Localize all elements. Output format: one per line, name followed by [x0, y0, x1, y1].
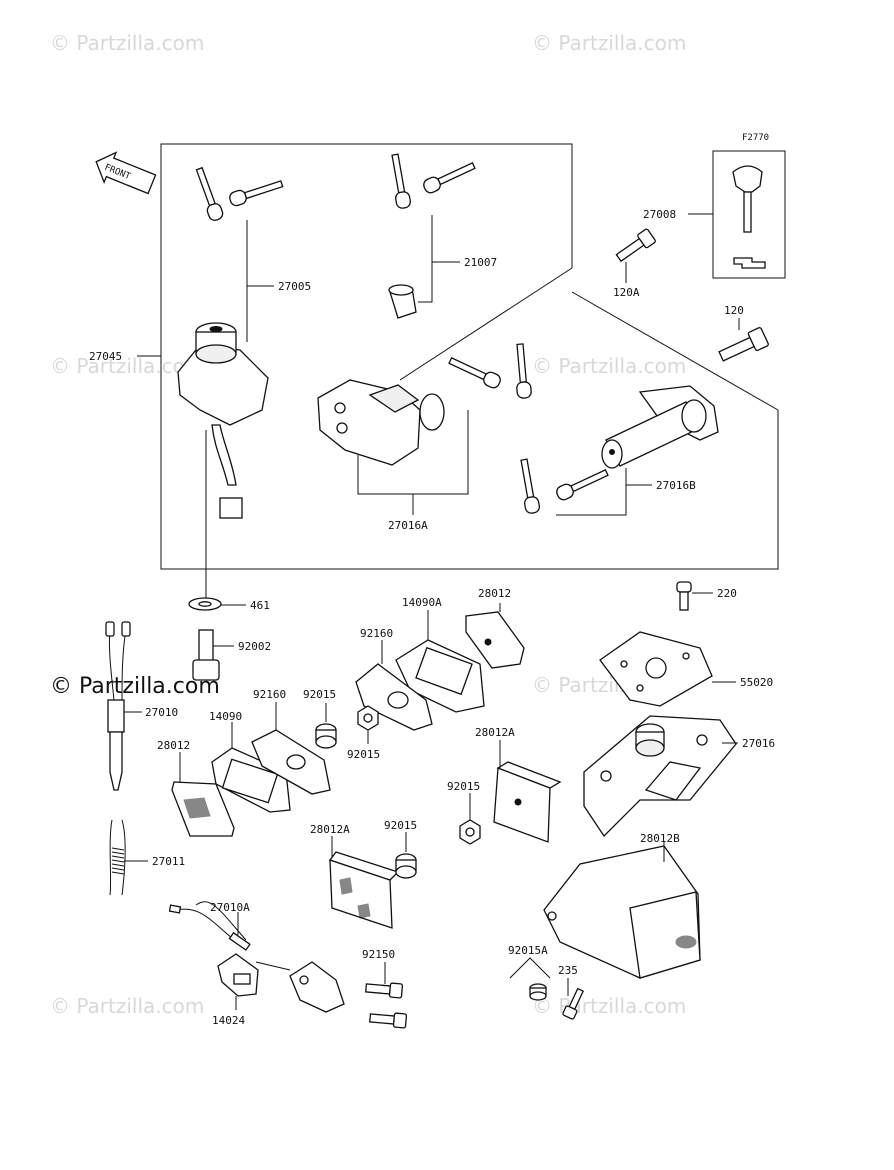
- leader-21007: [418, 215, 433, 303]
- lock-block-27016: [583, 715, 737, 838]
- screw-220: [676, 581, 692, 611]
- label-27005: 27005: [278, 280, 311, 293]
- label-92160-a: 92160: [360, 627, 393, 640]
- label-27010: 27010: [145, 706, 178, 719]
- pad-28012a-right: [493, 761, 562, 843]
- housing-28012b: [543, 845, 701, 979]
- label-27016: 27016: [742, 737, 775, 750]
- watermark: © Partzilla.com: [50, 994, 204, 1018]
- watermark: © Partzilla.com: [532, 31, 686, 55]
- label-28012a-right: 28012A: [475, 726, 515, 739]
- label-92160-b: 92160: [253, 688, 286, 701]
- label-28012-left: 28012: [157, 739, 190, 752]
- bolt-120: [718, 327, 769, 362]
- label-220: 220: [717, 587, 737, 600]
- watermark: © Partzilla.com: [50, 31, 204, 55]
- label-27010a: 27010A: [210, 901, 250, 914]
- screw-92150-b: [369, 1012, 408, 1029]
- label-28012a-mid: 28012A: [310, 823, 350, 836]
- label-28012b: 28012B: [640, 832, 680, 845]
- label-14090: 14090: [209, 710, 242, 723]
- label-14090a: 14090A: [402, 596, 442, 609]
- cylinder-lock-27016b: [601, 385, 719, 469]
- plate-14090a: [395, 639, 485, 713]
- washer-461-hole: [198, 601, 212, 607]
- spring-27011: [109, 819, 126, 896]
- pad-28012a-mid: [328, 851, 400, 929]
- front-arrow: FRONT: [95, 151, 157, 195]
- switch-27010: [105, 621, 131, 791]
- label-14024: 14024: [212, 1014, 245, 1027]
- label-92015a: 92015A: [508, 944, 548, 957]
- outline-diagonal: [399, 267, 573, 381]
- switch-body-92150: [255, 961, 345, 1013]
- key-blank: [732, 165, 766, 269]
- label-92015-b: 92015: [347, 748, 380, 761]
- label-235: 235: [558, 964, 578, 977]
- outline-diagonal: [571, 291, 779, 411]
- label-92150: 92150: [362, 948, 395, 961]
- gasket-92160-a: [355, 663, 433, 731]
- label-27011: 27011: [152, 855, 185, 868]
- key-set-27005: [195, 166, 284, 221]
- label-27016a: 27016A: [388, 519, 428, 532]
- label-120a: 120A: [613, 286, 640, 299]
- watermark-bold: © Partzilla.com: [50, 674, 220, 699]
- label-92015-d: 92015: [384, 819, 417, 832]
- leader-27016b: [556, 468, 627, 516]
- nut-92015-b: [357, 705, 379, 731]
- watermark: © Partzilla.com: [532, 994, 686, 1018]
- watermark: © Partzilla.com: [532, 354, 686, 378]
- collar-92015a: [529, 983, 547, 1001]
- reference-code: F2770: [742, 133, 769, 143]
- label-55020: 55020: [740, 676, 773, 689]
- label-28012-top: 28012: [478, 587, 511, 600]
- leader-92015a: [509, 957, 551, 979]
- label-27008: 27008: [643, 208, 676, 221]
- pad-28012-left: [171, 781, 235, 837]
- lock-housing-27016a: [317, 379, 445, 466]
- label-21007: 21007: [464, 256, 497, 269]
- key-set-21007: [388, 153, 476, 319]
- label-92015-c: 92015: [447, 780, 480, 793]
- label-27016b: 27016B: [656, 479, 696, 492]
- screw-92150: [365, 982, 404, 999]
- connector-14024: [217, 953, 259, 997]
- label-92002: 92002: [238, 640, 271, 653]
- pad-28012-top: [465, 611, 525, 669]
- nut-92015-a: [315, 723, 337, 749]
- wire-27010a: [168, 901, 251, 951]
- label-461: 461: [250, 599, 270, 612]
- nut-92015-d: [395, 853, 417, 879]
- bolt-120a: [615, 228, 656, 263]
- bolt-92002: [192, 629, 220, 681]
- label-92015-a: 92015: [303, 688, 336, 701]
- bracket-55020: [599, 631, 713, 707]
- plate-14090: [211, 747, 291, 813]
- label-120: 120: [724, 304, 744, 317]
- screw-235: [562, 987, 585, 1020]
- key-set-27016b: [520, 458, 609, 514]
- ignition-switch: [177, 322, 269, 519]
- watermarks: © Partzilla.com © Partzilla.com © Partzi…: [50, 31, 686, 1018]
- key-set-27016a: [448, 343, 532, 399]
- nut-92015-c: [459, 819, 481, 845]
- label-27045: 27045: [89, 350, 122, 363]
